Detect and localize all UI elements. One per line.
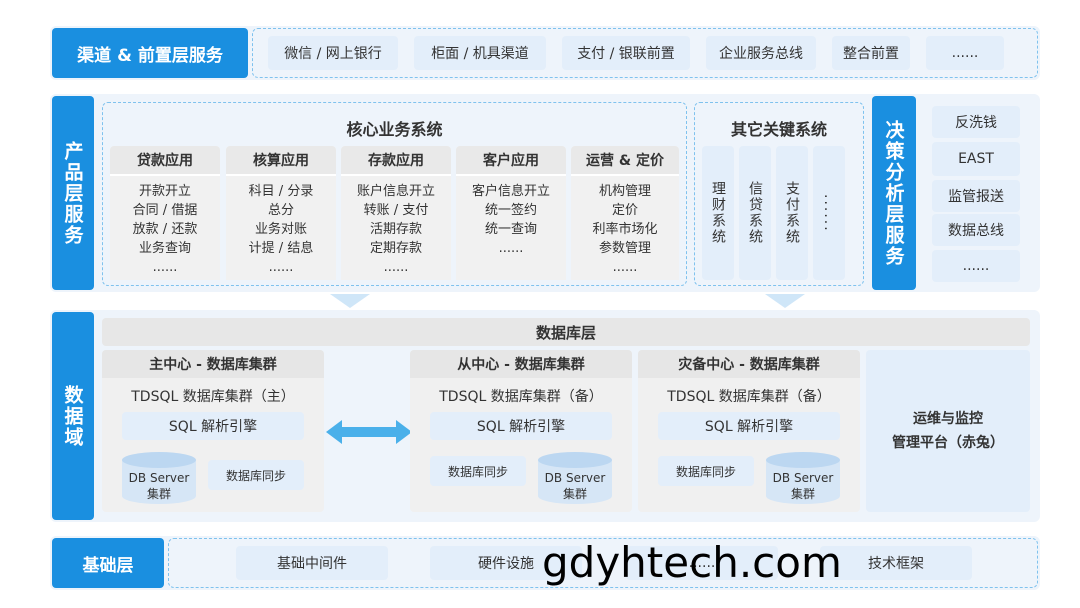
app-card-title: 存款应用 bbox=[341, 146, 451, 174]
base-item: 硬件设施 bbox=[430, 546, 582, 580]
decision-item: ...... bbox=[932, 250, 1020, 282]
decision-item: EAST bbox=[932, 142, 1020, 176]
db-sync: 数据库同步 bbox=[430, 456, 526, 486]
db-server-label: DB Server 集群 bbox=[128, 471, 190, 501]
base-item: 基础中间件 bbox=[236, 546, 388, 580]
other-system-item: 支付系统 bbox=[776, 146, 808, 280]
app-card-line: 业务对账 bbox=[254, 222, 307, 237]
watermark-text: gdyhtech.com bbox=[542, 538, 842, 587]
app-card-line: 开款开立 bbox=[138, 184, 191, 199]
app-card-line: 利率市场化 bbox=[592, 222, 658, 237]
down-arrow-icon bbox=[330, 294, 370, 308]
app-card-line: ...... bbox=[268, 260, 294, 275]
app-card-body: 开款开立 合同 / 借据 放款 / 还款 业务查询 ...... bbox=[110, 176, 220, 280]
app-card-title: 核算应用 bbox=[226, 146, 336, 174]
app-card-line: 合同 / 借据 bbox=[132, 203, 198, 218]
base-layer-label: 基础层 bbox=[52, 538, 164, 588]
app-card-title: 客户应用 bbox=[456, 146, 566, 174]
app-card-body: 客户信息开立 统一签约 统一查询 ...... bbox=[456, 176, 566, 280]
app-card-line: 计提 / 结息 bbox=[248, 241, 314, 256]
channel-item: 柜面 / 机具渠道 bbox=[414, 36, 546, 70]
channel-layer-label: 渠道 & 前置层服务 bbox=[52, 28, 248, 78]
cluster-tdsql: TDSQL 数据库集群（主） bbox=[131, 389, 295, 405]
app-card-line: 参数管理 bbox=[598, 241, 651, 256]
app-card-line: 总分 bbox=[267, 203, 294, 218]
db-server-cylinder: DB Server 集群 bbox=[122, 452, 196, 504]
app-card-line: 定价 bbox=[611, 203, 638, 218]
app-card: 存款应用 账户信息开立 转账 / 支付 活期存款 定期存款 ...... bbox=[341, 146, 451, 280]
base-items-frame bbox=[168, 538, 1038, 588]
app-card-line: 放款 / 还款 bbox=[132, 222, 198, 237]
other-system-title: 其它关键系统 bbox=[730, 120, 827, 139]
db-sync: 数据库同步 bbox=[658, 456, 754, 486]
product-layer-label: 产品层服务 bbox=[52, 96, 94, 290]
cluster-tdsql: TDSQL 数据库集群（备） bbox=[439, 389, 603, 405]
app-card-title: 贷款应用 bbox=[110, 146, 220, 174]
sql-engine: SQL 解析引擎 bbox=[122, 412, 304, 440]
bidirectional-arrow-icon bbox=[326, 420, 412, 444]
app-card-line: 活期存款 bbox=[369, 222, 422, 237]
db-server-label: DB Server 集群 bbox=[544, 471, 606, 501]
core-system-title: 核心业务系统 bbox=[346, 120, 443, 139]
app-card: 运营 & 定价 机构管理 定价 利率市场化 参数管理 ...... bbox=[571, 146, 679, 280]
app-card-line: 转账 / 支付 bbox=[363, 203, 429, 218]
data-layer-label: 数据域 bbox=[52, 312, 94, 520]
db-server-cylinder: DB Server 集群 bbox=[766, 452, 840, 504]
decision-item: 数据总线 bbox=[932, 214, 1020, 246]
channel-item: 微信 / 网上银行 bbox=[268, 36, 398, 70]
cluster-title: 灾备中心 - 数据库集群 bbox=[638, 350, 860, 378]
app-card: 客户应用 客户信息开立 统一签约 统一查询 ...... bbox=[456, 146, 566, 280]
down-arrow-icon bbox=[765, 294, 805, 308]
app-card-line: 定期存款 bbox=[369, 241, 422, 256]
app-card-line: 业务查询 bbox=[138, 241, 191, 256]
app-card-line: ...... bbox=[612, 260, 638, 275]
app-card-body: 科目 / 分录 总分 业务对账 计提 / 结息 ...... bbox=[226, 176, 336, 280]
app-card-line: 机构管理 bbox=[598, 184, 651, 199]
app-card-line: ...... bbox=[498, 241, 524, 256]
app-card-line: 账户信息开立 bbox=[356, 184, 435, 199]
decision-item: 监管报送 bbox=[932, 180, 1020, 212]
channel-item: ...... bbox=[926, 36, 1004, 70]
db-sync: 数据库同步 bbox=[208, 460, 304, 490]
base-item: 技术框架 bbox=[820, 546, 972, 580]
sql-engine: SQL 解析引擎 bbox=[430, 412, 612, 440]
other-system-item: ...... bbox=[813, 146, 845, 280]
channel-item: 企业服务总线 bbox=[706, 36, 816, 70]
app-card: 核算应用 科目 / 分录 总分 业务对账 计提 / 结息 ...... bbox=[226, 146, 336, 280]
core-system-frame bbox=[102, 102, 687, 286]
channel-item: 支付 / 银联前置 bbox=[562, 36, 690, 70]
channel-items-frame bbox=[252, 28, 1038, 78]
db-layer-title: 数据库层 bbox=[102, 318, 1030, 346]
app-card-line: 科目 / 分录 bbox=[248, 184, 314, 199]
app-card-line: 统一查询 bbox=[484, 222, 537, 237]
decision-item: 反洗钱 bbox=[932, 106, 1020, 138]
app-card-line: ...... bbox=[383, 260, 409, 275]
app-card-body: 账户信息开立 转账 / 支付 活期存款 定期存款 ...... bbox=[341, 176, 451, 280]
cluster-title: 主中心 - 数据库集群 bbox=[102, 350, 324, 378]
app-card: 贷款应用 开款开立 合同 / 借据 放款 / 还款 业务查询 ...... bbox=[110, 146, 220, 280]
other-system-item: 信贷系统 bbox=[739, 146, 771, 280]
base-item: ...... bbox=[626, 546, 778, 580]
cluster-tdsql: TDSQL 数据库集群（备） bbox=[667, 389, 831, 405]
decision-layer-label: 决策分析层服务 bbox=[872, 96, 916, 290]
app-card-line: 统一签约 bbox=[484, 203, 537, 218]
sql-engine: SQL 解析引擎 bbox=[658, 412, 840, 440]
other-system-frame bbox=[694, 102, 864, 286]
channel-item: 整合前置 bbox=[832, 36, 910, 70]
cluster-title: 从中心 - 数据库集群 bbox=[410, 350, 632, 378]
db-server-cylinder: DB Server 集群 bbox=[538, 452, 612, 504]
app-card-body: 机构管理 定价 利率市场化 参数管理 ...... bbox=[571, 176, 679, 280]
other-system-item: 理财系统 bbox=[702, 146, 734, 280]
app-card-line: 客户信息开立 bbox=[471, 184, 550, 199]
app-card-title: 运营 & 定价 bbox=[571, 146, 679, 174]
ops-platform: 运维与监控 管理平台（赤兔） bbox=[866, 350, 1030, 512]
app-card-line: ...... bbox=[152, 260, 178, 275]
db-server-label: DB Server 集群 bbox=[772, 471, 834, 501]
